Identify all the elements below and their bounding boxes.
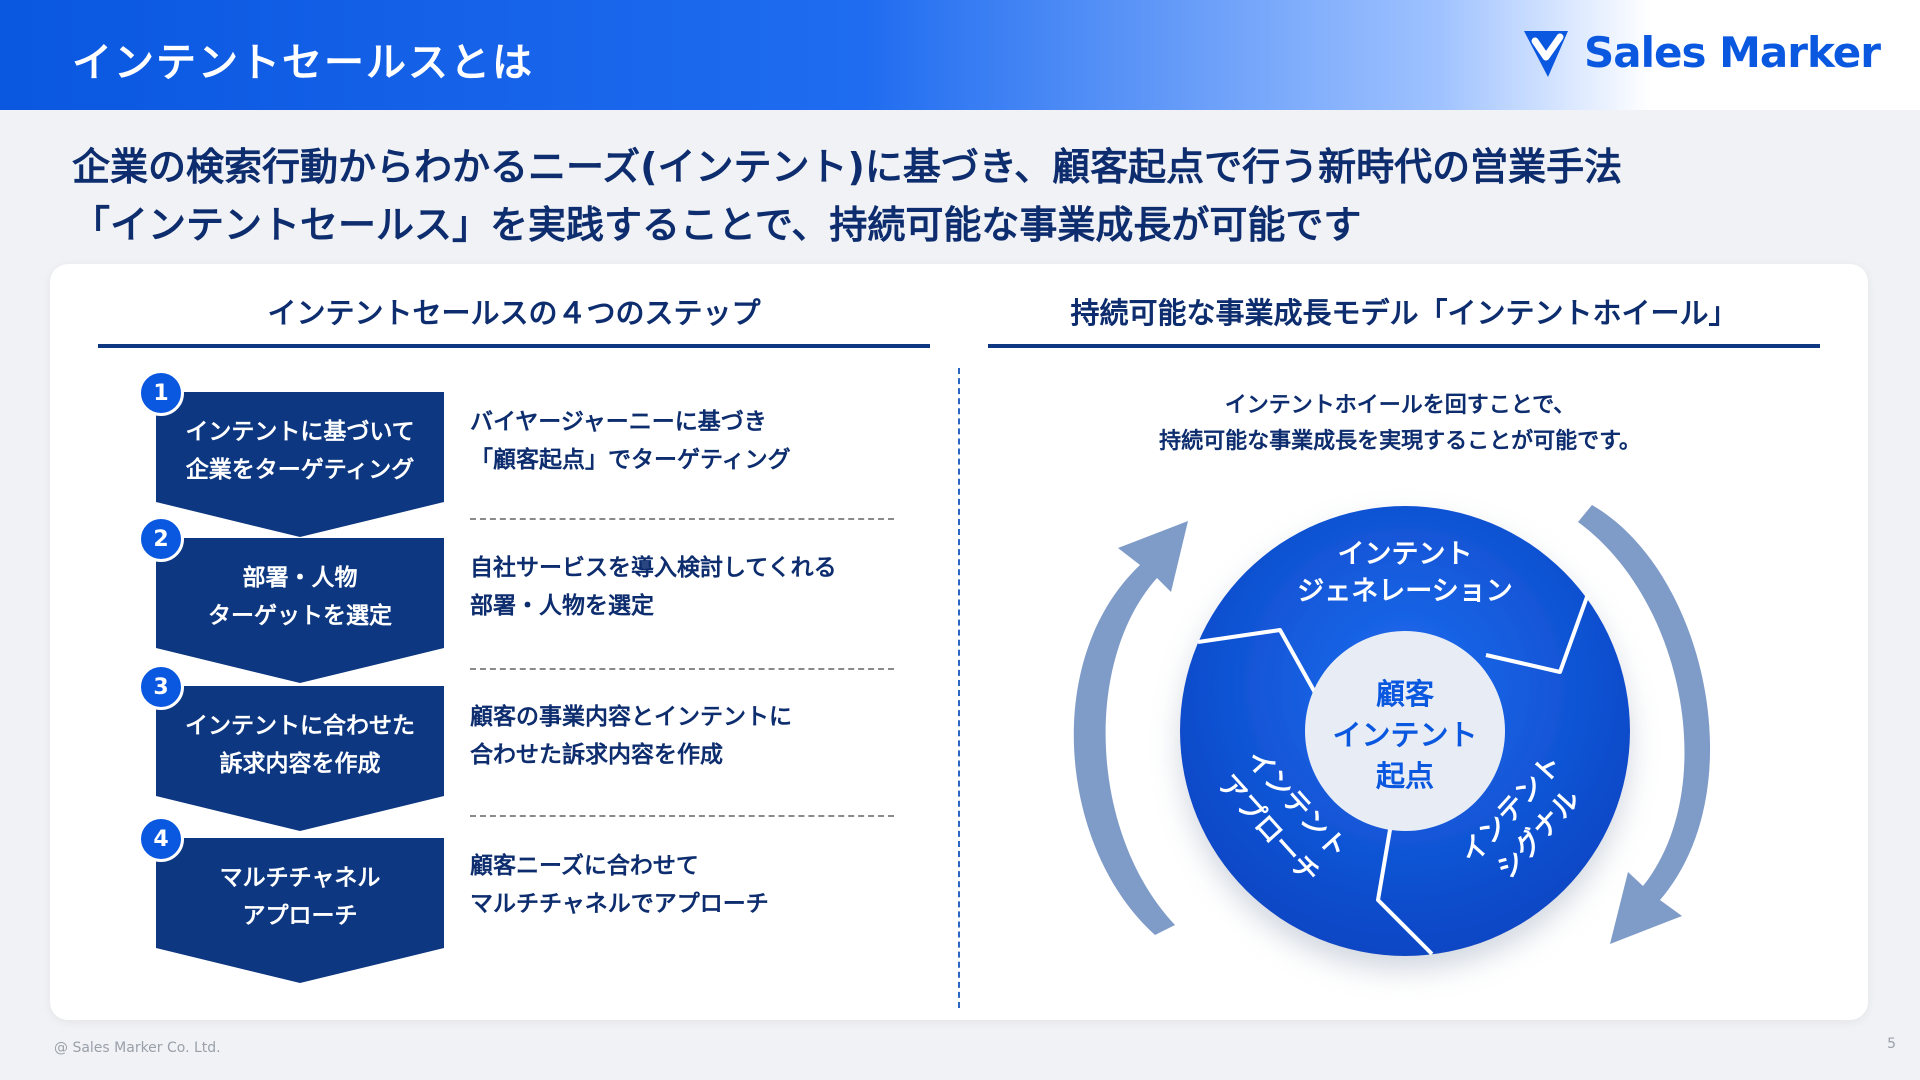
header-bar: インテントセールスとは Sales Marker (0, 0, 1920, 110)
step-3-description: 顧客の事業内容とインテントに 合わせた訴求内容を作成 (470, 704, 792, 768)
lead-statement: 企業の検索行動からわかるニーズ(インテント)に基づき、顧客起点で行う新時代の営業… (72, 138, 1852, 254)
step-2-number-badge: 2 (138, 516, 184, 562)
step-1-number-badge: 1 (138, 370, 184, 416)
lead-line-2: 「インテントセールス」を実践することで、持続可能な事業成長が可能です (72, 203, 1362, 247)
wheel-caption: インテントホイールを回すことで、 持続可能な事業成長を実現することが可能です。 (1159, 393, 1641, 454)
wheel-section-title: 持続可能な事業成長モデル「インテントホイール」 (1070, 296, 1738, 330)
steps-section-underline (98, 344, 930, 348)
step-2-description: 自社サービスを導入検討してくれる 部署・人物を選定 (470, 555, 837, 619)
section-divider (958, 368, 960, 1008)
footer-copyright: @ Sales Marker Co. Ltd. (54, 1040, 221, 1056)
step-4-chevron-shape (156, 838, 444, 983)
step-3-number-badge: 3 (138, 664, 184, 710)
step-4-label: マルチチャネル アプローチ (219, 865, 381, 929)
step-2: 部署・人物 ターゲットを選定 2 (138, 516, 444, 683)
step-separator-1 (470, 518, 894, 520)
brand-logo: Sales Marker (1518, 22, 1881, 82)
steps-section-title: インテントセールスの４つのステップ (267, 296, 761, 330)
step-1: インテントに基づいて 企業をターゲティング 1 (138, 370, 444, 537)
step-2-chevron-shape (156, 538, 444, 683)
step-4: マルチチャネル アプローチ 4 (138, 816, 444, 983)
page-number: 5 (1887, 1036, 1896, 1052)
center-label-line-2: インテント (1332, 718, 1477, 752)
step-1-chevron-shape (156, 392, 444, 537)
step-3: インテントに合わせた 訴求内容を作成 3 (138, 664, 444, 831)
step-3-chevron-shape (156, 686, 444, 831)
rotation-arrow-left (1073, 521, 1188, 935)
segment-generation-line-2: ジェネレーション (1297, 576, 1512, 607)
step-separator-2 (470, 668, 894, 670)
wheel-segment-dividers (1197, 593, 1590, 956)
step-3-label: インテントに合わせた 訴求内容を作成 (185, 713, 415, 777)
wheel-center-circle (1305, 631, 1505, 831)
step-4-description: 顧客ニーズに合わせて マルチチャネルでアプローチ (470, 853, 769, 917)
page-title: インテントセールスとは (72, 40, 534, 86)
center-label-line-1: 顧客 (1376, 677, 1435, 711)
segment-generation-line-1: インテント (1338, 539, 1473, 570)
lead-line-1: 企業の検索行動からわかるニーズ(インテント)に基づき、顧客起点で行う新時代の営業… (72, 145, 1623, 189)
step-separator-3 (470, 815, 894, 817)
step-4-number-badge: 4 (138, 816, 184, 862)
rotation-arrow-right (1578, 505, 1711, 944)
sales-marker-logo-icon (1524, 31, 1569, 77)
center-label-line-3: 起点 (1376, 759, 1434, 793)
step-1-label: インテントに基づいて 企業をターゲティング (185, 419, 415, 483)
brand-logo-text: Sales Marker (1584, 27, 1881, 77)
wheel-section-underline (988, 344, 1820, 348)
step-1-description: バイヤージャーニーに基づき 「顧客起点」でターゲティング (470, 409, 791, 473)
step-2-label: 部署・人物 ターゲットを選定 (208, 565, 392, 629)
